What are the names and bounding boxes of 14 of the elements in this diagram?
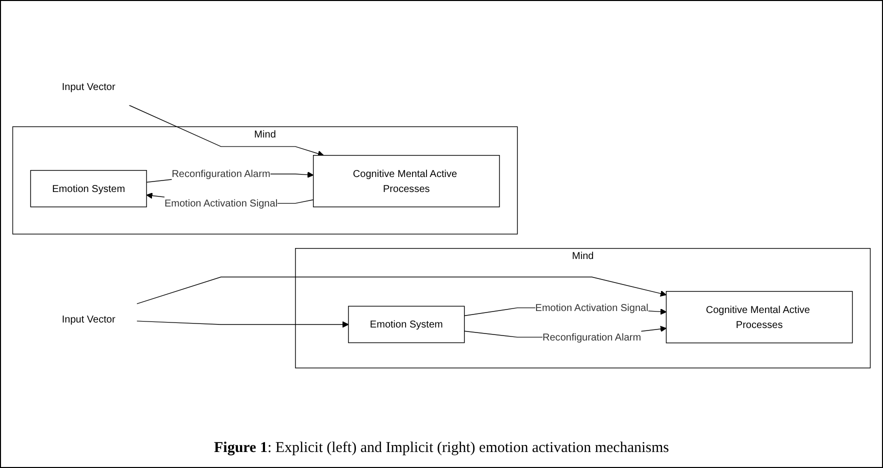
figure-caption: Figure 1: Explicit (left) and Implicit (right) emotion activation mechanisms — [214, 439, 670, 458]
node-box: Cognitive Mental Active Processes — [312, 155, 500, 208]
edge-label: Reconfiguration Alarm — [542, 331, 642, 343]
edge-label: Reconfiguration Alarm — [172, 168, 270, 180]
arrow — [128, 105, 324, 157]
node-box: Emotion System — [30, 170, 147, 208]
node-text: Input Vector — [62, 81, 116, 93]
node-text: Input Vector — [62, 313, 116, 325]
edge-label: Emotion Activation Signal — [164, 197, 278, 209]
edge-label: Emotion Activation Signal — [535, 302, 648, 314]
arrow — [136, 320, 349, 328]
node-box: Cognitive Mental Active Processes — [666, 291, 853, 344]
arrow — [136, 276, 667, 304]
node-box: Emotion System — [348, 306, 465, 344]
